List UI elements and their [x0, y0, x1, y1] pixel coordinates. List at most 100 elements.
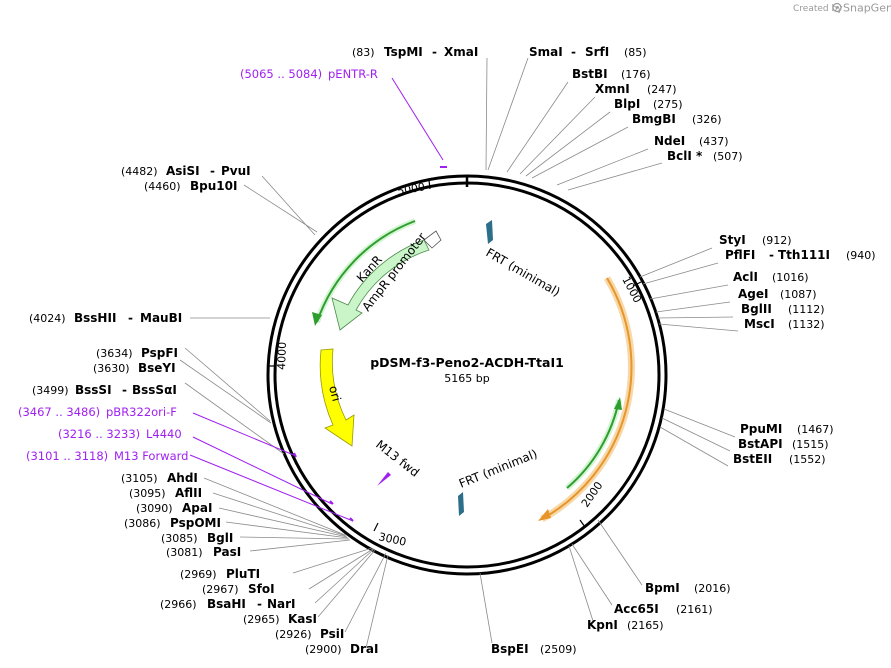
site-pasi: PasI: [213, 545, 241, 559]
site-bgli-pos: (3085): [161, 532, 198, 545]
site-bpmi-pos: (2016): [694, 582, 731, 595]
site-asisi-pos: (4482): [121, 165, 158, 178]
tick-label-4000: 4000: [275, 342, 289, 370]
site-smai: SmaI: [529, 45, 563, 59]
feature-pbr322: pBR322ori-F: [106, 405, 177, 419]
site-pspfi-pos: (3634): [96, 347, 133, 360]
site-ndei: NdeI: [654, 134, 685, 148]
site-xmai: XmaI: [444, 45, 478, 59]
site-bmgbi-pos: (326): [692, 113, 722, 126]
site-pluti: PluTI: [226, 567, 260, 581]
site-tspmi-pos: (83): [352, 46, 375, 59]
site-tspmi: TspMI: [384, 45, 423, 59]
site-kasi-pos: (2965): [243, 613, 280, 626]
m13-fwd-primer: [377, 472, 391, 486]
site-bstapi-pos: (1515): [792, 438, 829, 451]
snapgene-logo-icon: [832, 2, 842, 13]
site-agei: AgeI: [738, 287, 768, 301]
site-bglii-pos: (1112): [788, 303, 825, 316]
green-feature-arrow: [565, 397, 622, 491]
site-pvui: PvuI: [221, 164, 251, 178]
site-bsahi-sep: -: [257, 597, 262, 611]
site-bstapi: BstAPI: [738, 437, 783, 451]
site-asisi: AsiSI: [166, 164, 200, 178]
site-apai-pos: (3090): [136, 502, 173, 515]
site-pasi-pos: (3081): [166, 546, 203, 559]
site-bsteii: BstEII: [733, 452, 772, 466]
site-tspmi-sep: -: [432, 45, 437, 59]
site-acc65i-pos: (2161): [676, 603, 713, 616]
site-xmni: XmnI: [595, 82, 630, 96]
site-psii-pos: (2926): [275, 628, 312, 641]
site-nari: NarI: [267, 597, 296, 611]
feature-m13-forward-pos: (3101 .. 3118): [26, 449, 108, 463]
site-pspomi-pos: (3086): [124, 517, 161, 530]
site-pflfi-pos: (940): [846, 249, 876, 262]
site-acli: AclI: [733, 270, 758, 284]
plasmid-size: 5165 bp: [444, 372, 489, 385]
site-srfi: SrfI: [585, 45, 609, 59]
site-blpi: BlpI: [614, 97, 640, 111]
credit-brand: SnapGene: [843, 2, 891, 15]
site-tth111i: Tth111I: [778, 248, 830, 262]
ori-feature: [319, 348, 355, 447]
site-bstbi-pos: (176): [621, 68, 651, 81]
site-bsshii-sep: -: [128, 311, 133, 325]
site-pspfi: PspFI: [141, 346, 178, 360]
frt-top-feature: [486, 220, 493, 244]
feature-m13-forward: M13 Forward: [114, 449, 188, 463]
ori-label: ori: [326, 384, 344, 403]
site-bsssai: BssSαI: [132, 383, 177, 397]
site-kpni: KpnI: [587, 618, 618, 632]
site-msci-pos: (1132): [788, 318, 825, 331]
site-ahdi-pos: (3105): [121, 472, 158, 485]
site-kpni-pos: (2165): [627, 619, 664, 632]
site-kasi: KasI: [288, 612, 317, 626]
site-asisi-sep: -: [210, 164, 215, 178]
feature-pentr-r-pos: (5065 .. 5084): [240, 67, 322, 81]
site-ndei-pos: (437): [699, 135, 729, 148]
site-bspei: BspEI: [491, 642, 529, 656]
site-drai-pos: (2900): [305, 643, 342, 656]
site-bseyi: BseYI: [138, 361, 176, 375]
site-bstbi: BstBI: [572, 67, 608, 81]
site-smai-pos: (85): [624, 46, 647, 59]
site-bsshii: BssHII: [74, 311, 116, 325]
site-msci: MscI: [744, 317, 775, 331]
feature-l4440: L4440: [146, 427, 182, 441]
site-agei-pos: (1087): [780, 288, 817, 301]
site-pspomi: PspOMI: [170, 516, 221, 530]
site-ppumi-pos: (1467): [797, 423, 834, 436]
site-bspei-pos: (2509): [540, 643, 577, 656]
feature-l4440-pos: (3216 .. 3233): [58, 427, 140, 441]
site-smai-sep: -: [571, 45, 576, 59]
site-pluti-pos: (2969): [180, 568, 217, 581]
leader-lines: [179, 57, 739, 649]
site-bseyi-pos: (3630): [93, 362, 130, 375]
site-ppumi: PpuMI: [740, 422, 782, 436]
site-bsahi: BsaHI: [207, 597, 246, 611]
site-ahdi: AhdI: [167, 471, 198, 485]
site-bsahi-pos: (2966): [160, 598, 197, 611]
site-sfoi-pos: (2967): [202, 583, 239, 596]
frt-top-label: FRT (minimal): [484, 245, 563, 299]
site-bpu10i-pos: (4460): [144, 180, 181, 193]
site-bpu10i: Bpu10I: [190, 179, 237, 193]
m13-fwd-label: M13 fwd: [373, 437, 422, 479]
site-styi-pos: (912): [762, 234, 792, 247]
primer-marks: [293, 166, 447, 522]
site-aflii-pos: (3095): [129, 487, 166, 500]
site-pflfi: PflFI: [725, 248, 755, 262]
site-psii: PsiI: [320, 627, 344, 641]
site-bsssi: BssSI: [75, 383, 112, 397]
site-styi: StyI: [719, 233, 746, 247]
site-bsssi-sep: -: [122, 383, 127, 397]
kanr-feature: [331, 230, 442, 331]
site-pflfi-sep: -: [769, 248, 774, 262]
site-bglii: BglII: [741, 302, 772, 316]
site-bmgbi: BmgBI: [632, 112, 676, 126]
tick-label-5000: 5000: [396, 180, 426, 198]
site-acc65i: Acc65I: [614, 602, 659, 616]
site-xmni-pos: (247): [647, 83, 677, 96]
green-outer-arc: [312, 218, 417, 326]
